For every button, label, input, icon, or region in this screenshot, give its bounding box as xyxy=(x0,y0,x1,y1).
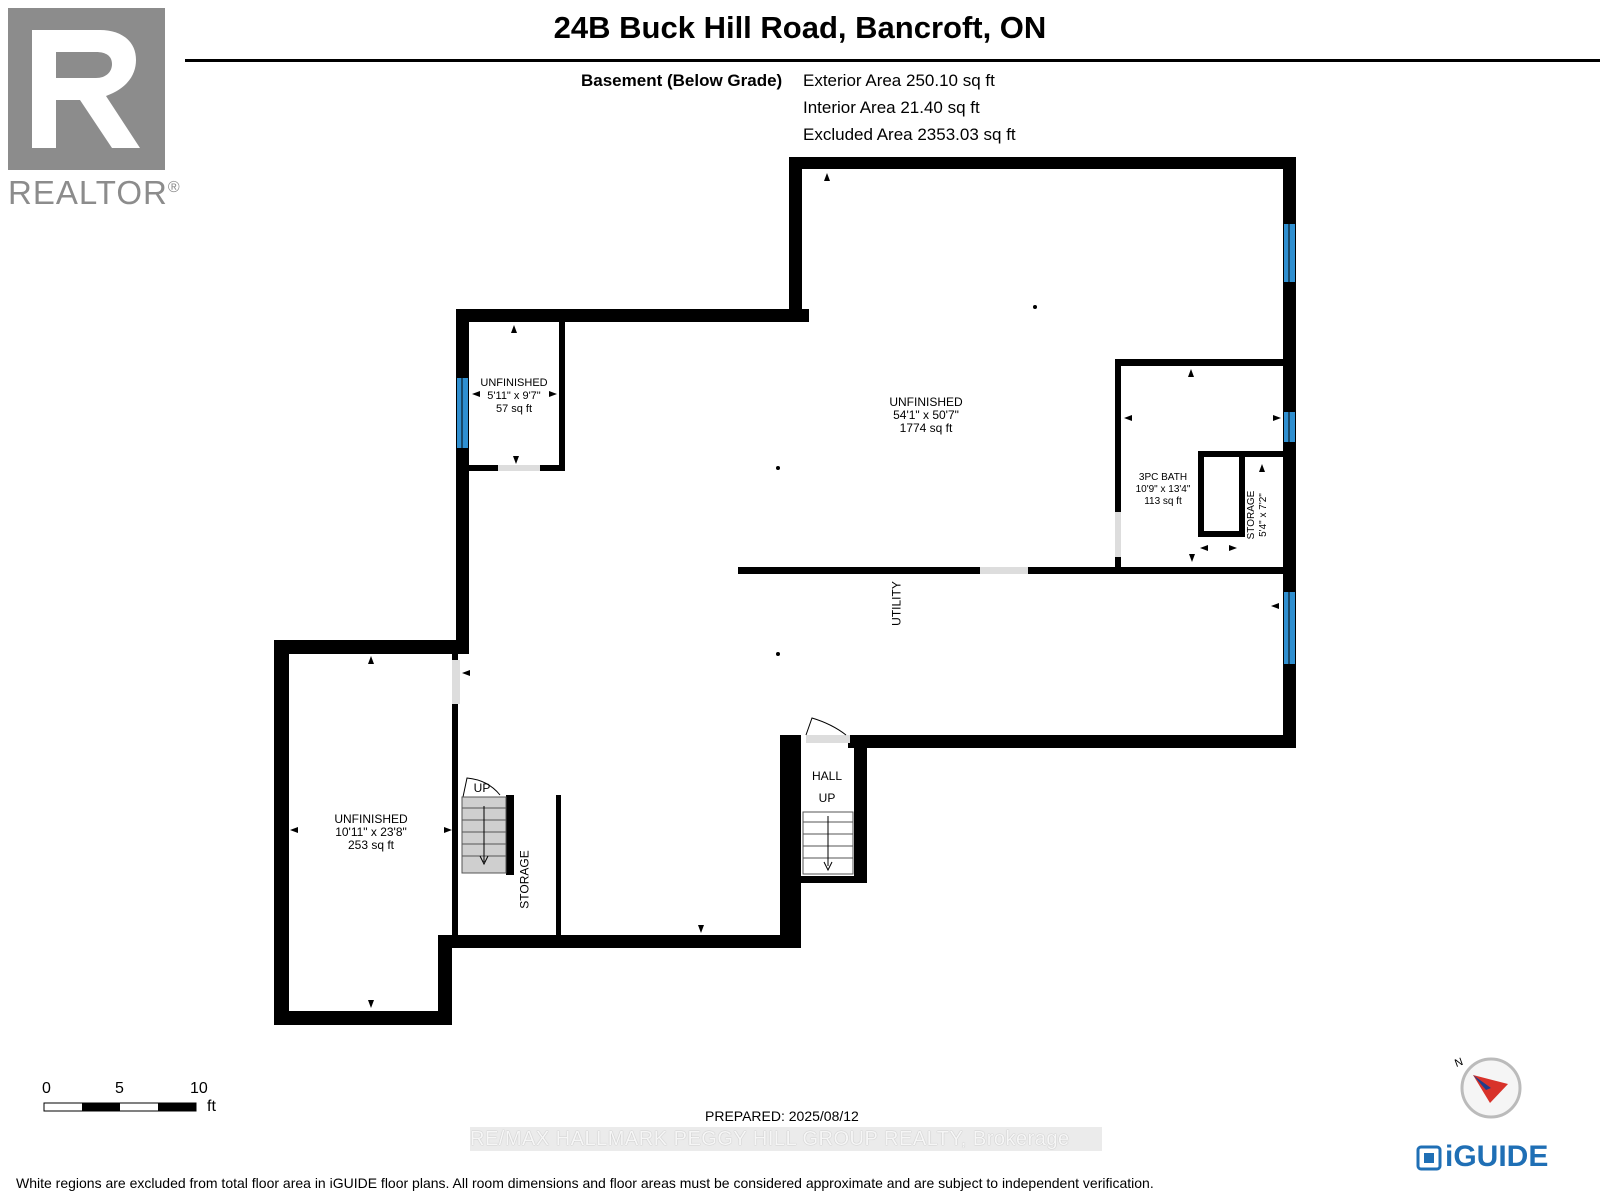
level-name: Basement (Below Grade) xyxy=(581,71,783,90)
realtor-logo: REALTOR® xyxy=(8,8,183,213)
scale-tick-5: 5 xyxy=(115,1080,124,1097)
room-dims: 5'11" x 9'7" xyxy=(487,390,541,402)
room-area: 57 sq ft xyxy=(495,403,533,415)
prepared-date: PREPARED: 2025/08/12 xyxy=(705,1108,859,1124)
room-dims: 10'11" x 23'8" xyxy=(335,825,407,839)
scale-unit: ft xyxy=(207,1098,216,1115)
scale-tick-0: 0 xyxy=(42,1080,51,1097)
windows xyxy=(457,224,1295,664)
brokerage-watermark: RE/MAX HALLMARK PEGGY HILL GROUP REALTY,… xyxy=(470,1127,1102,1151)
scale-bar xyxy=(43,1102,197,1112)
interior-area: Interior Area 21.40 sq ft xyxy=(803,98,980,117)
title-rule xyxy=(185,59,1600,62)
stairs-hall-label: UP xyxy=(818,791,836,805)
iguide-brand: iGUIDE xyxy=(1445,1140,1549,1173)
room-dims: 5'4" x 7'2" xyxy=(1258,493,1269,537)
iguide-logo-icon xyxy=(1416,1145,1442,1171)
walls xyxy=(274,157,1296,1025)
stairs-hall xyxy=(802,811,854,875)
realtor-r-logo-icon xyxy=(8,8,165,170)
scale-tick-10: 10 xyxy=(190,1080,208,1097)
realtor-logo-reg: ® xyxy=(167,179,181,196)
door-swings xyxy=(462,717,847,798)
room-area: 113 sq ft xyxy=(1144,496,1182,507)
room-storage-right: STORAGE 5'4" x 7'2" xyxy=(1246,465,1270,565)
room-name: UNFINISHED xyxy=(889,395,963,409)
room-area: 1774 sq ft xyxy=(899,421,953,435)
page-title: 24B Buck Hill Road, Bancroft, ON xyxy=(553,10,1047,45)
room-name: UNFINISHED xyxy=(334,812,408,826)
room-hall: HALL xyxy=(811,769,843,783)
room-unfinished-small: UNFINISHED 5'11" x 9'7" 57 sq ft xyxy=(470,377,558,416)
room-storage-left: STORAGE xyxy=(517,850,532,909)
exterior-area: Exterior Area 250.10 sq ft xyxy=(803,71,995,90)
room-unfinished-left: UNFINISHED 10'11" x 23'8" 253 sq ft xyxy=(316,813,426,852)
room-name: STORAGE xyxy=(1246,490,1257,540)
room-3pc-bath: 3PC BATH 10'9" x 13'4" 113 sq ft xyxy=(1125,472,1201,508)
footer-disclaimer: White regions are excluded from total fl… xyxy=(16,1175,1154,1191)
doors xyxy=(452,465,1121,743)
stairs-left xyxy=(461,796,507,874)
realtor-logo-text: REALTOR xyxy=(8,174,168,211)
room-utility: UTILITY xyxy=(889,581,904,626)
compass-icon xyxy=(1460,1057,1522,1119)
room-name: 3PC BATH xyxy=(1138,472,1188,483)
room-area: 253 sq ft xyxy=(347,838,395,852)
room-name: UNFINISHED xyxy=(480,377,548,389)
room-dims: 54'1" x 50'7" xyxy=(893,408,959,422)
room-dims: 10'9" x 13'4" xyxy=(1135,484,1191,495)
dimension-markers xyxy=(290,173,1281,1008)
room-unfinished-main: UNFINISHED 54'1" x 50'7" 1774 sq ft xyxy=(866,396,986,435)
excluded-area: Excluded Area 2353.03 sq ft xyxy=(803,125,1016,144)
stairs-left-label: UP xyxy=(473,781,491,795)
